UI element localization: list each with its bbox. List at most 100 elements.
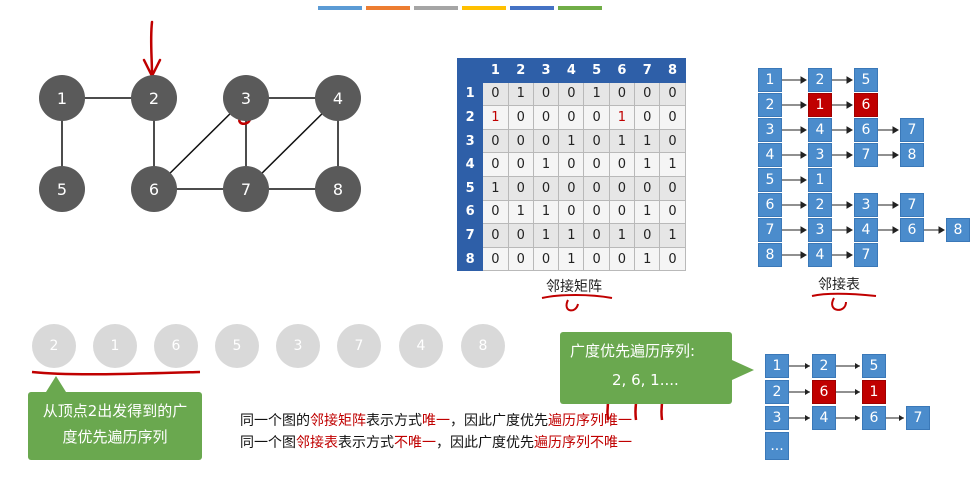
adj-list-arrowhead xyxy=(892,151,899,159)
matrix-col-header: 2 xyxy=(507,58,534,83)
adj-list-node: 1 xyxy=(808,93,832,117)
matrix-cell: 0 xyxy=(558,175,585,201)
adj-list-arrowhead xyxy=(846,151,853,159)
adj-list-node: 7 xyxy=(900,193,924,217)
alt-list-arrowhead xyxy=(899,415,904,421)
adj-list-arrowhead xyxy=(800,251,807,259)
matrix-cell: 0 xyxy=(507,223,534,248)
matrix-cell: 1 xyxy=(634,128,661,154)
alt-list-node: 7 xyxy=(906,406,930,430)
adj-list-head: 6 xyxy=(758,193,782,217)
adj-list-node: 6 xyxy=(854,93,878,117)
matrix-cell: 0 xyxy=(583,223,610,248)
adj-list-node: 6 xyxy=(900,218,924,242)
matrix-cell: 0 xyxy=(558,105,585,130)
note1-b: 邻接矩阵 xyxy=(310,413,366,429)
adj-list-arrowhead xyxy=(846,126,853,134)
matrix-cell: 0 xyxy=(659,175,686,201)
matrix-cell: 1 xyxy=(608,128,636,154)
note2-f: 遍历序列 xyxy=(534,435,590,451)
bfs-sequence-item: 8 xyxy=(461,324,505,368)
adj-list-node: 3 xyxy=(808,143,832,167)
list-caption-underline xyxy=(811,292,877,311)
matrix-cell: 0 xyxy=(558,199,585,225)
matrix-cell: 0 xyxy=(608,246,636,272)
graph-node-3: 3 xyxy=(223,75,269,121)
matrix-cell: 0 xyxy=(583,105,610,130)
adj-list-head: 1 xyxy=(758,68,782,92)
color-bar-4 xyxy=(462,6,506,10)
adj-list-head: 5 xyxy=(758,168,782,192)
bfs-sequence-item: 5 xyxy=(215,324,259,368)
adj-list-arrowhead xyxy=(800,201,807,209)
alt-list-arrowhead xyxy=(805,389,810,395)
left-callout: 从顶点2出发得到的广度优先遍历序列 xyxy=(28,392,202,460)
adj-list-node: 4 xyxy=(808,243,832,267)
adj-list-node: 1 xyxy=(808,168,832,192)
matrix-row-header: 8 xyxy=(456,246,484,272)
matrix-caption-underline xyxy=(541,294,613,312)
adj-list-arrowhead xyxy=(846,76,853,84)
adj-list-arrowhead xyxy=(800,176,807,184)
matrix-cell: 0 xyxy=(532,81,560,107)
matrix-cell: 0 xyxy=(482,223,509,248)
matrix-cell: 0 xyxy=(583,152,610,177)
matrix-cell: 0 xyxy=(532,128,560,154)
color-bar-2 xyxy=(366,6,410,10)
alt-list-head: 1 xyxy=(765,354,789,378)
adj-list-arrowhead xyxy=(800,76,807,84)
note1-a: 同一个图的 xyxy=(240,413,310,429)
graph-node-1: 1 xyxy=(39,75,85,121)
matrix-col-header: 7 xyxy=(634,58,661,83)
matrix-cell: 0 xyxy=(583,175,610,201)
alt-list-node: 6 xyxy=(862,406,886,430)
adj-list-node: 8 xyxy=(900,143,924,167)
matrix-cell: 1 xyxy=(482,105,509,130)
alt-list-head: 3 xyxy=(765,406,789,430)
adj-list-arrowhead xyxy=(892,226,899,234)
matrix-col-header: 4 xyxy=(558,58,585,83)
note2-g: 不唯一 xyxy=(590,435,632,451)
matrix-cell: 1 xyxy=(608,105,636,130)
adj-list-node: 5 xyxy=(854,68,878,92)
matrix-cell: 0 xyxy=(558,81,585,107)
adj-list-node: 4 xyxy=(854,218,878,242)
alt-list-node: 6 xyxy=(812,380,836,404)
matrix-cell: 0 xyxy=(608,81,636,107)
matrix-row-header: 6 xyxy=(456,199,484,225)
matrix-cell: 0 xyxy=(507,128,534,154)
adj-list-arrowhead xyxy=(800,126,807,134)
adj-list-node: 3 xyxy=(808,218,832,242)
matrix-cell: 0 xyxy=(532,175,560,201)
matrix-cell: 0 xyxy=(608,175,636,201)
matrix-cell: 1 xyxy=(507,199,534,225)
matrix-col-header: 6 xyxy=(608,58,636,83)
matrix-cell: 1 xyxy=(507,81,534,107)
matrix-cell: 0 xyxy=(482,152,509,177)
matrix-cell: 0 xyxy=(482,128,509,154)
alt-list-node: 2 xyxy=(812,354,836,378)
note1-g: 唯一 xyxy=(604,413,632,429)
adj-list-arrowhead xyxy=(800,151,807,159)
color-bar-5 xyxy=(510,6,554,10)
matrix-cell: 0 xyxy=(583,199,610,225)
color-bar-6 xyxy=(558,6,602,10)
matrix-cell: 1 xyxy=(634,152,661,177)
matrix-cell: 1 xyxy=(659,152,686,177)
left-callout-text: 从顶点2出发得到的广度优先遍历序列 xyxy=(42,402,188,446)
matrix-cell: 0 xyxy=(659,246,686,272)
matrix-cell: 1 xyxy=(583,81,610,107)
bfs-sequence-item: 4 xyxy=(399,324,443,368)
matrix-row-header: 1 xyxy=(456,81,484,107)
matrix-cell: 0 xyxy=(634,175,661,201)
matrix-col-header: 5 xyxy=(583,58,610,83)
adj-list-arrowhead xyxy=(800,101,807,109)
matrix-cell: 1 xyxy=(558,128,585,154)
matrix-cell: 1 xyxy=(532,199,560,225)
adj-list-head: 4 xyxy=(758,143,782,167)
matrix-row-header: 5 xyxy=(456,175,484,201)
note2-d: 不唯一 xyxy=(394,435,436,451)
adj-list-node: 8 xyxy=(946,218,970,242)
adj-list-arrowhead xyxy=(846,101,853,109)
